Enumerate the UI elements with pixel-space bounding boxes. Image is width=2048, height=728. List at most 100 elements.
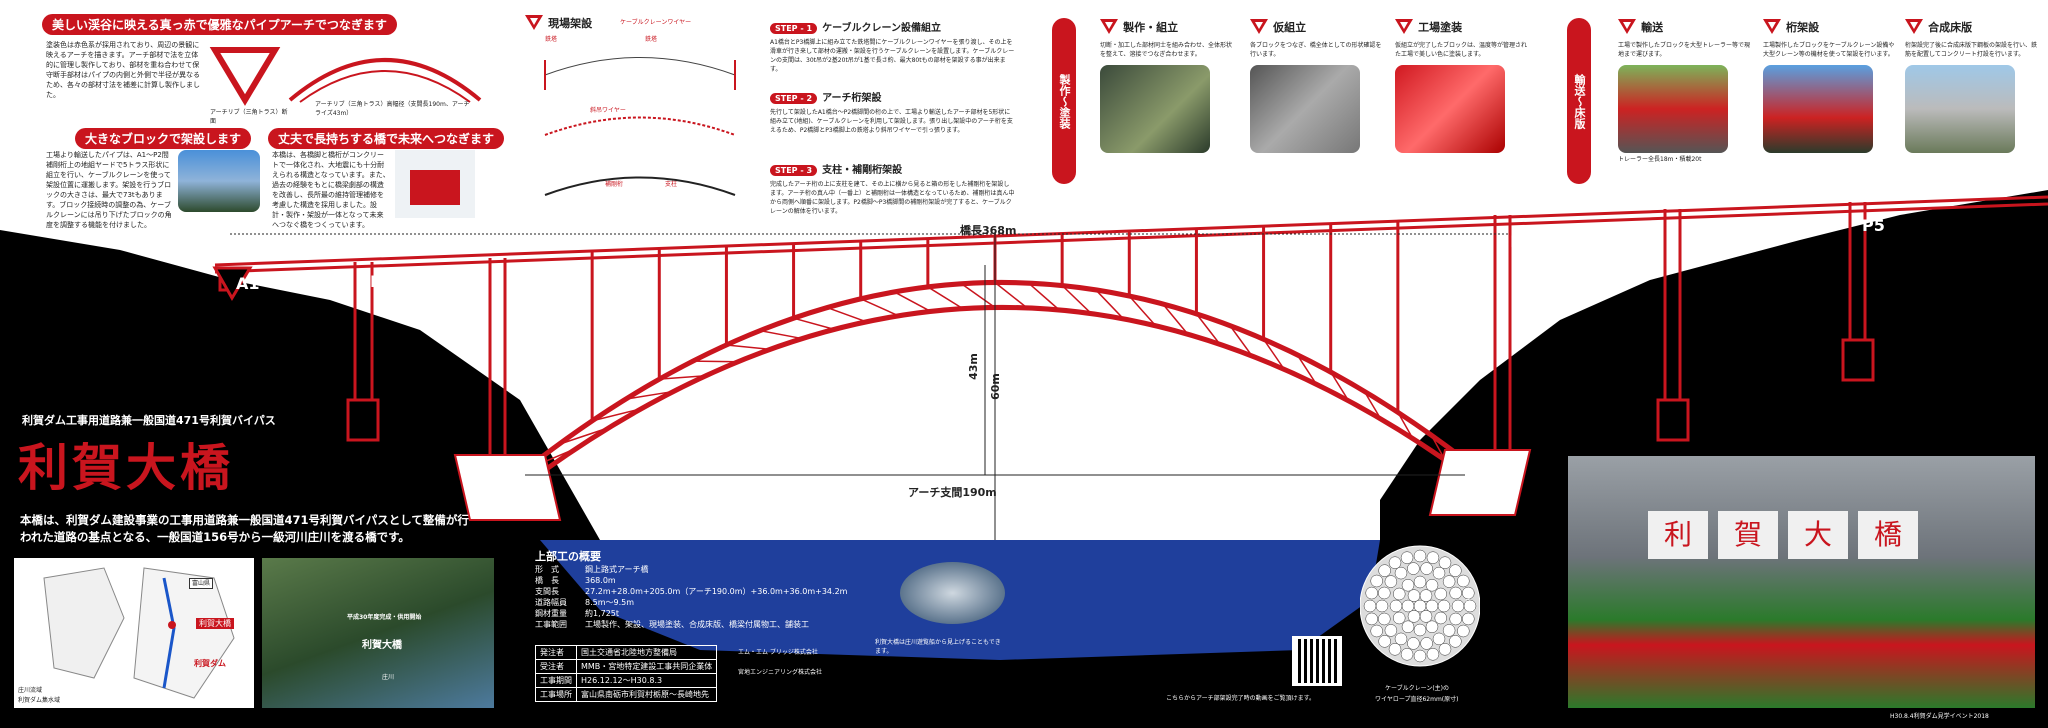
wire-strand: [1462, 612, 1475, 626]
truss-member: [1397, 411, 1414, 440]
wire-strand: [1425, 599, 1439, 613]
event-tile-2: 賀: [1718, 511, 1778, 559]
bridge-length-label: 橋長368m: [960, 224, 1017, 237]
wire-strand: [1413, 599, 1427, 613]
wire-caption-1: ケーブルクレーン(主)の: [1385, 685, 1450, 692]
arch-columns: [590, 221, 1400, 421]
wire-strand: [1401, 620, 1415, 634]
transport-side-label: 輸送〜床版: [1567, 18, 1591, 184]
sec1-title: 美しい渓谷に映える真っ赤で優雅なパイプアーチでつなぎます: [42, 14, 397, 35]
wire-strand: [1442, 624, 1456, 637]
pier-label-p2: P2: [512, 268, 535, 287]
wire-strand: [1394, 566, 1408, 580]
wire-strand: [1449, 612, 1462, 626]
wire-strand: [1413, 623, 1427, 637]
arch-rise-label: 43m: [966, 353, 980, 380]
wire-strand: [1365, 586, 1378, 600]
arch-rib-3d-diagram: [288, 58, 482, 103]
wire-strand: [1457, 624, 1470, 638]
sec3-title: 丈夫で長持ちする橋で未来へつなぎます: [268, 128, 505, 149]
truss-member: [893, 291, 932, 313]
step-1: STEP - 1 ケーブルクレーン設備組立 A1橋台とP3橋脚上に組み立てた鉄塔…: [770, 23, 1015, 73]
height-label: 60m: [988, 373, 1002, 400]
wire-rope-section: [1360, 545, 1480, 667]
truss-member: [625, 390, 674, 400]
aerial-photo: 平成30年度完成・供用開始 利賀大橋 庄川: [262, 558, 494, 708]
truss-member: [759, 329, 803, 340]
boat-caption: 利賀大橋は庄川遊覧船から見上げることもできます。: [875, 639, 1001, 655]
truss-member: [1296, 354, 1318, 385]
wire-strand: [1384, 624, 1398, 637]
truss-member: [1028, 282, 1060, 311]
arch-rib-dims: アーチリブ（三角トラス）高幅径（支間長190m、アーチライズ43m）: [315, 101, 470, 117]
transport-item-3: 合成床版 桁架設完了後に合成床版下鋼板の架設を行い、鉄筋を配置してコンクリート打…: [1905, 16, 2040, 153]
pier-label-p5: P5: [1862, 216, 1885, 235]
site-label-hanger: 斜吊ワイヤー: [590, 107, 626, 114]
bridge-description: 本橋は、利賀ダム建設事業の工事用道路兼一般国道471号利賀バイパスとして整備が行…: [20, 513, 469, 544]
wire-strand: [1370, 574, 1383, 588]
wire-strand: [1462, 586, 1475, 600]
piers: [212, 202, 1875, 460]
foundation-left: [453, 454, 562, 521]
site-label-tower-right: 鉄塔: [645, 36, 658, 43]
location-map-drawing: [43, 567, 235, 699]
arch-rib-caption: アーチリブ（三角トラス）断面: [210, 109, 288, 125]
wire-strand: [1432, 632, 1446, 646]
wire-strand: [1434, 587, 1448, 601]
wire-strand: [1388, 556, 1402, 569]
wire-strand: [1457, 574, 1470, 588]
site-label-wire: ケーブルクレーンワイヤー: [620, 19, 692, 26]
fab-photo-2: [1250, 65, 1360, 153]
wire-dim: 62mm: [1464, 588, 1472, 609]
wire-strand: [1378, 564, 1391, 577]
qr-code[interactable]: [1292, 636, 1342, 686]
truss-member: [1262, 338, 1285, 370]
wire-strand: [1413, 549, 1427, 563]
truss-member: [558, 426, 610, 446]
fab-item-2: 仮組立 各ブロックをつなぎ、橋全体としての形状確認を行います。: [1250, 16, 1385, 153]
bridge-name-title: 利賀大橋: [18, 438, 234, 497]
wire-strand: [1400, 551, 1414, 564]
truss-member: [1095, 289, 1125, 320]
event-tile-1: 利: [1648, 511, 1708, 559]
truss-member: [994, 281, 1028, 309]
contractor-1: エム・エム ブリッジ株式会社: [738, 649, 818, 656]
transport-photo-1: [1618, 65, 1728, 153]
wire-strand: [1407, 562, 1420, 575]
sec2-text: 工場より輸送したパイプは、A1〜P2間補剛桁上の地組ヤードで5トラス形状に組立を…: [46, 151, 172, 229]
wire-strand: [1426, 648, 1440, 661]
fab-side-label: 製作〜塗装: [1052, 18, 1076, 184]
wire-strand: [1425, 620, 1439, 634]
wire-strand: [1413, 649, 1427, 663]
bridge-structure-diagram: [395, 150, 475, 218]
wire-strand: [1388, 643, 1402, 656]
wire-strand: [1413, 575, 1427, 589]
site-label-tower-left: 鉄塔: [545, 36, 558, 43]
wire-strand: [1419, 610, 1433, 623]
wire-strand: [1407, 637, 1420, 650]
wire-strand: [1449, 586, 1462, 600]
wire-strand: [1363, 599, 1377, 613]
wire-strand: [1420, 637, 1433, 650]
truss-member: [927, 286, 964, 310]
wire-strand: [1400, 648, 1414, 661]
wire-strand: [1378, 612, 1391, 626]
bridge-deck: [214, 195, 2048, 274]
arch-span-label: アーチ支間190m: [908, 486, 997, 499]
wire-strand: [1463, 599, 1477, 613]
block-erection-photo: [178, 150, 260, 212]
truss-member: [1195, 313, 1221, 345]
site-label-girder: 補剛桁: [605, 181, 624, 188]
wire-strand: [1392, 587, 1406, 601]
truss-member: [1363, 390, 1382, 420]
truss-member: [591, 407, 642, 422]
pier-label-a1: A1: [236, 274, 260, 293]
fab-item-1: 製作・組立 切断・加工した部材同士を組み合わせ、全体形状を整えて、溶接でつなぎ合…: [1100, 16, 1235, 153]
dimension-lines: [230, 232, 1510, 540]
specs-title: 上部工の概要: [535, 550, 601, 563]
truss-member: [659, 375, 706, 380]
truss-member: [860, 298, 899, 317]
wire-strand: [1425, 578, 1439, 592]
event-photo: 利 賀 大 橋: [1568, 456, 2035, 708]
